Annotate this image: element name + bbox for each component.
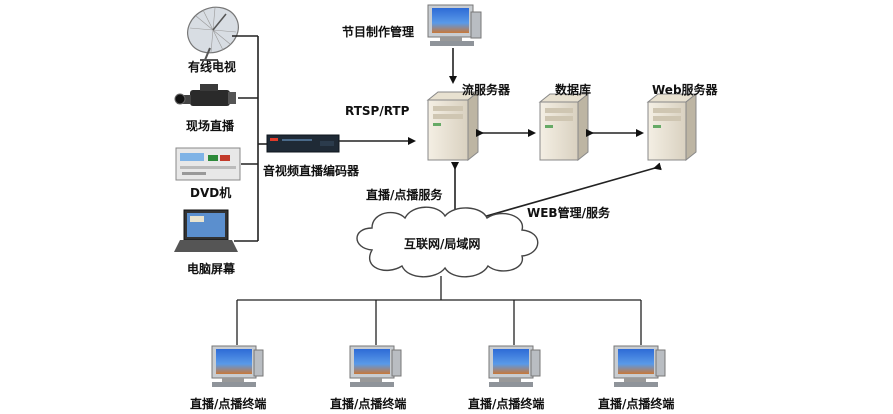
streaming-server-label: 流服务器 bbox=[462, 82, 511, 97]
web-server-icon bbox=[646, 92, 698, 162]
terminal-label: 直播/点播终端 bbox=[598, 396, 674, 411]
network-label: 互联网/局域网 bbox=[404, 236, 480, 251]
terminal-pc-icon bbox=[488, 345, 541, 387]
source-label-pc-screen: 电脑屏幕 bbox=[187, 261, 236, 276]
source-label-live-scene: 现场直播 bbox=[186, 118, 235, 133]
production-pc-icon bbox=[427, 4, 482, 46]
encoder-device-icon bbox=[266, 134, 340, 153]
encoder-label: 音视频直播编码器 bbox=[263, 163, 360, 178]
database-label: 数据库 bbox=[555, 82, 591, 97]
source-bus bbox=[232, 35, 267, 242]
terminal-label: 直播/点播终端 bbox=[330, 396, 406, 411]
satellite-dish-icon bbox=[187, 6, 239, 61]
laptop-icon bbox=[174, 209, 238, 252]
live-vod-service-label: 直播/点播服务 bbox=[366, 187, 443, 202]
video-camera-icon bbox=[174, 84, 236, 106]
database-server-icon bbox=[538, 92, 590, 162]
dvd-player-icon bbox=[175, 147, 241, 181]
terminal-label: 直播/点播终端 bbox=[190, 396, 266, 411]
terminal-bus bbox=[236, 276, 642, 345]
source-label-cable-tv: 有线电视 bbox=[188, 59, 236, 74]
web-server-label: Web服务器 bbox=[652, 82, 719, 97]
streaming-server-icon bbox=[426, 90, 480, 162]
web-network-arrow bbox=[460, 162, 662, 226]
terminal-pc-icon bbox=[211, 345, 264, 387]
protocol-label: RTSP/RTP bbox=[345, 104, 410, 118]
terminal-pc-icon bbox=[613, 345, 666, 387]
production-label: 节目制作管理 bbox=[342, 24, 414, 39]
terminal-pc-icon bbox=[349, 345, 402, 387]
web-mgmt-label: WEB管理/服务 bbox=[527, 205, 611, 220]
network-cloud bbox=[356, 206, 539, 278]
terminal-label: 直播/点播终端 bbox=[468, 396, 544, 411]
source-label-dvd: DVD机 bbox=[190, 185, 231, 200]
